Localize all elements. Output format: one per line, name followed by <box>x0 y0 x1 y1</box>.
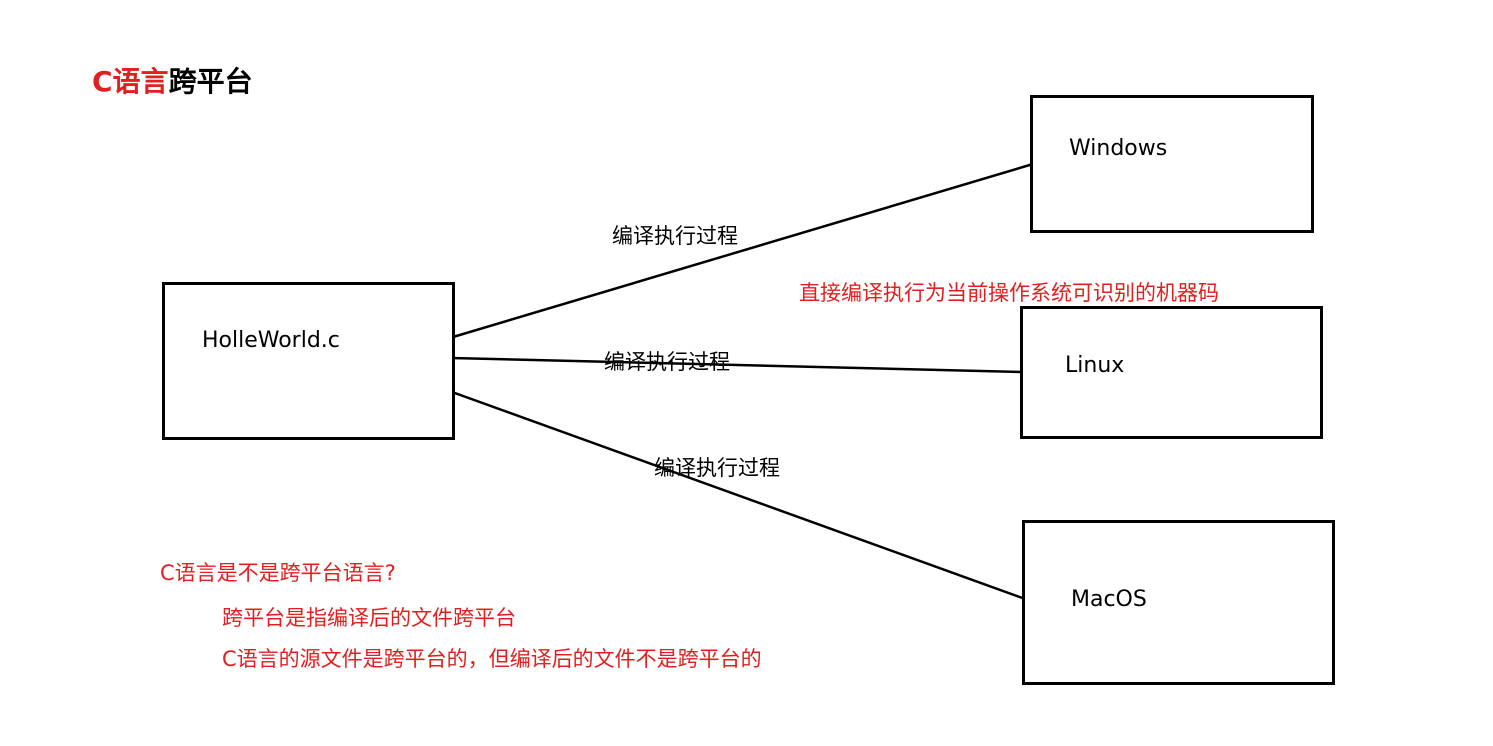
windows-box <box>1030 95 1314 233</box>
macos-label: MacOS <box>1071 587 1147 612</box>
answer-text-2: C语言的源文件是跨平台的，但编译后的文件不是跨平台的 <box>222 647 762 671</box>
title-accent: C语言 <box>92 65 169 98</box>
question-text: C语言是不是跨平台语言? <box>160 561 396 585</box>
edge-line-windows <box>452 162 1034 339</box>
macos-box <box>1022 520 1335 685</box>
source-file-box <box>162 282 455 440</box>
linux-box <box>1020 306 1323 439</box>
page-title: C语言跨平台 <box>92 60 253 100</box>
source-file-label: HolleWorld.c <box>202 328 340 353</box>
edge-label-macos: 编译执行过程 <box>654 456 780 480</box>
edge-line-macos <box>451 390 1029 602</box>
answer-text-1: 跨平台是指编译后的文件跨平台 <box>222 606 516 630</box>
windows-label: Windows <box>1069 136 1168 161</box>
compile-note: 直接编译执行为当前操作系统可识别的机器码 <box>799 281 1219 305</box>
title-rest: 跨平台 <box>168 65 253 98</box>
linux-label: Linux <box>1065 353 1125 378</box>
edge-label-windows: 编译执行过程 <box>612 224 738 248</box>
edge-label-linux: 编译执行过程 <box>604 350 730 374</box>
edge-line-linux <box>450 356 1024 374</box>
